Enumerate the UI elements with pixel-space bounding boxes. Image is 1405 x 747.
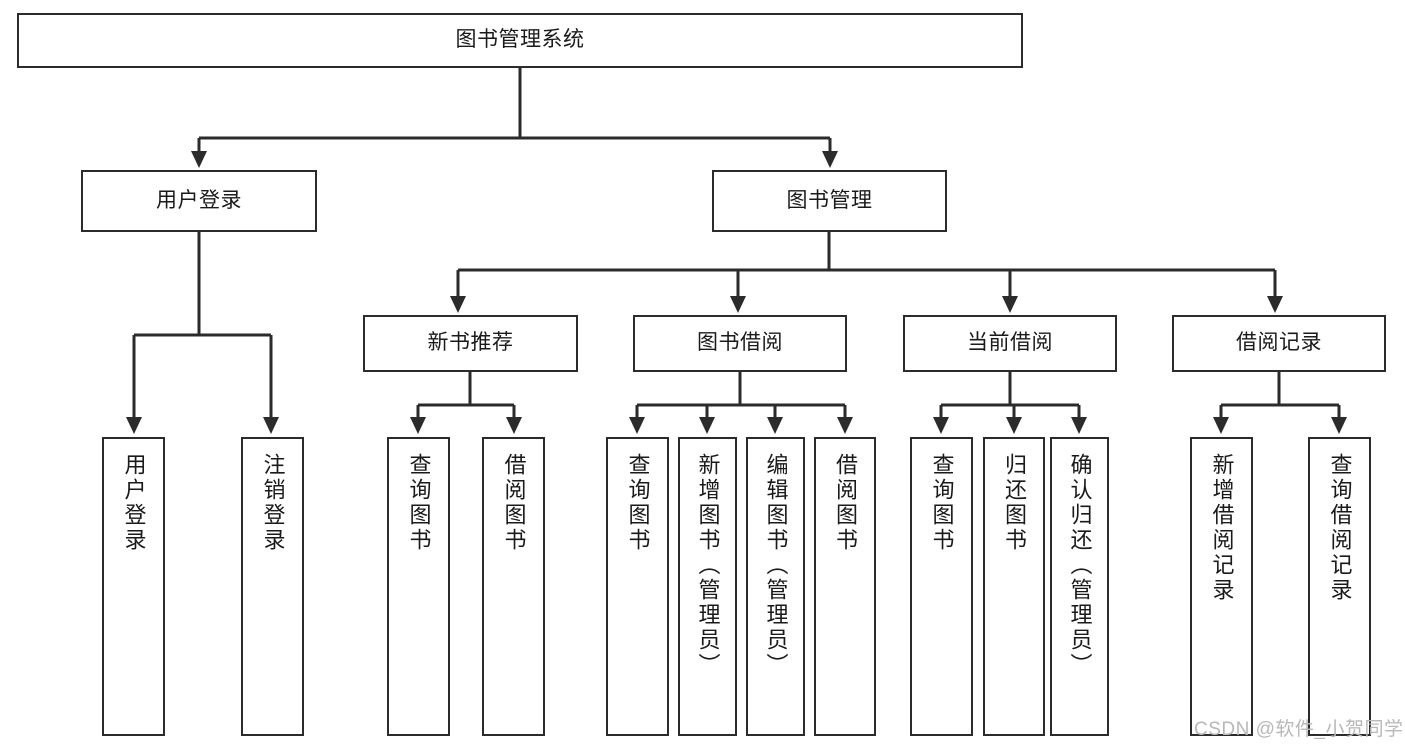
new-book-rec-split-arrow-1-head [506, 417, 522, 434]
node-leaf-add-record[interactable]: 新增借阅记录 [1190, 437, 1253, 736]
node-label: 查询图书 [625, 453, 651, 553]
node-label: 查询图书 [406, 453, 432, 553]
current-borrow-split-arrow-2-head [1071, 417, 1087, 434]
current-borrow-split-arrow-1-head [1006, 417, 1022, 434]
node-label: 查询图书 [929, 453, 955, 553]
node-label: 图书管理 [786, 188, 873, 212]
node-leaf-logout[interactable]: 注销登录 [241, 437, 304, 736]
node-leaf-edit-book[interactable]: 编辑图书（管理员） [746, 437, 805, 736]
node-leaf-return-book[interactable]: 归还图书 [983, 437, 1045, 736]
node-book-manage[interactable]: 图书管理 [712, 170, 947, 232]
node-label: 借阅记录 [1236, 331, 1322, 355]
book-manage-split-arrow-2-head [1002, 296, 1018, 313]
book-borrow-split-arrow-2-head [767, 417, 783, 434]
node-leaf-query-book-cur[interactable]: 查询图书 [910, 437, 973, 736]
node-leaf-add-book[interactable]: 新增图书（管理员） [678, 437, 737, 736]
book-borrow-split-arrow-1-head [699, 417, 715, 434]
node-label: 编辑图书（管理员） [763, 453, 789, 678]
node-label: 借阅图书 [501, 453, 527, 553]
node-label: 用户登录 [156, 188, 242, 212]
node-leaf-confirm-return[interactable]: 确认归还（管理员） [1050, 437, 1109, 736]
node-label: 图书管理系统 [455, 28, 585, 52]
root-split-arrow-0-head [191, 151, 207, 168]
node-label: 确认归还（管理员） [1067, 453, 1093, 678]
node-label: 新增借阅记录 [1209, 453, 1235, 603]
node-label: 新增图书（管理员） [695, 453, 721, 678]
node-current-borrow[interactable]: 当前借阅 [903, 315, 1117, 372]
user-login-split-arrow-0-head [126, 417, 142, 434]
node-leaf-user-login[interactable]: 用户登录 [102, 437, 165, 736]
node-leaf-query-record[interactable]: 查询借阅记录 [1308, 437, 1371, 736]
book-manage-split-arrow-1-head [730, 296, 746, 313]
borrow-record-split-arrow-1-head [1331, 417, 1347, 434]
node-label: 图书借阅 [697, 331, 783, 355]
node-label: 查询借阅记录 [1327, 453, 1353, 603]
node-book-borrow[interactable]: 图书借阅 [633, 315, 847, 372]
node-new-book-rec[interactable]: 新书推荐 [363, 315, 578, 372]
node-borrow-record[interactable]: 借阅记录 [1172, 315, 1386, 372]
node-root[interactable]: 图书管理系统 [17, 13, 1023, 68]
user-login-split-arrow-1-head [263, 417, 279, 434]
new-book-rec-split-arrow-0-head [410, 417, 426, 434]
root-split-arrow-1-head [822, 151, 838, 168]
node-leaf-borrow-book-rec[interactable]: 借阅图书 [482, 437, 545, 736]
node-leaf-query-book[interactable]: 查询图书 [606, 437, 669, 736]
book-borrow-split-arrow-3-head [837, 417, 853, 434]
book-manage-split-arrow-3-head [1267, 296, 1283, 313]
node-label: 注销登录 [260, 453, 286, 553]
node-label: 新书推荐 [427, 331, 514, 355]
borrow-record-split-arrow-0-head [1213, 417, 1229, 434]
node-user-login[interactable]: 用户登录 [81, 170, 317, 232]
book-borrow-split-arrow-0-head [629, 417, 645, 434]
watermark-text: CSDN @软件_小贺同学 [1194, 719, 1404, 740]
node-leaf-borrow-book[interactable]: 借阅图书 [814, 437, 876, 736]
node-label: 当前借阅 [967, 331, 1053, 355]
node-leaf-query-book-rec[interactable]: 查询图书 [387, 437, 450, 736]
node-label: 用户登录 [121, 453, 147, 553]
book-manage-split-arrow-0-head [450, 296, 466, 313]
node-label: 借阅图书 [833, 453, 858, 553]
node-label: 归还图书 [1002, 453, 1027, 553]
current-borrow-split-arrow-0-head [933, 417, 949, 434]
